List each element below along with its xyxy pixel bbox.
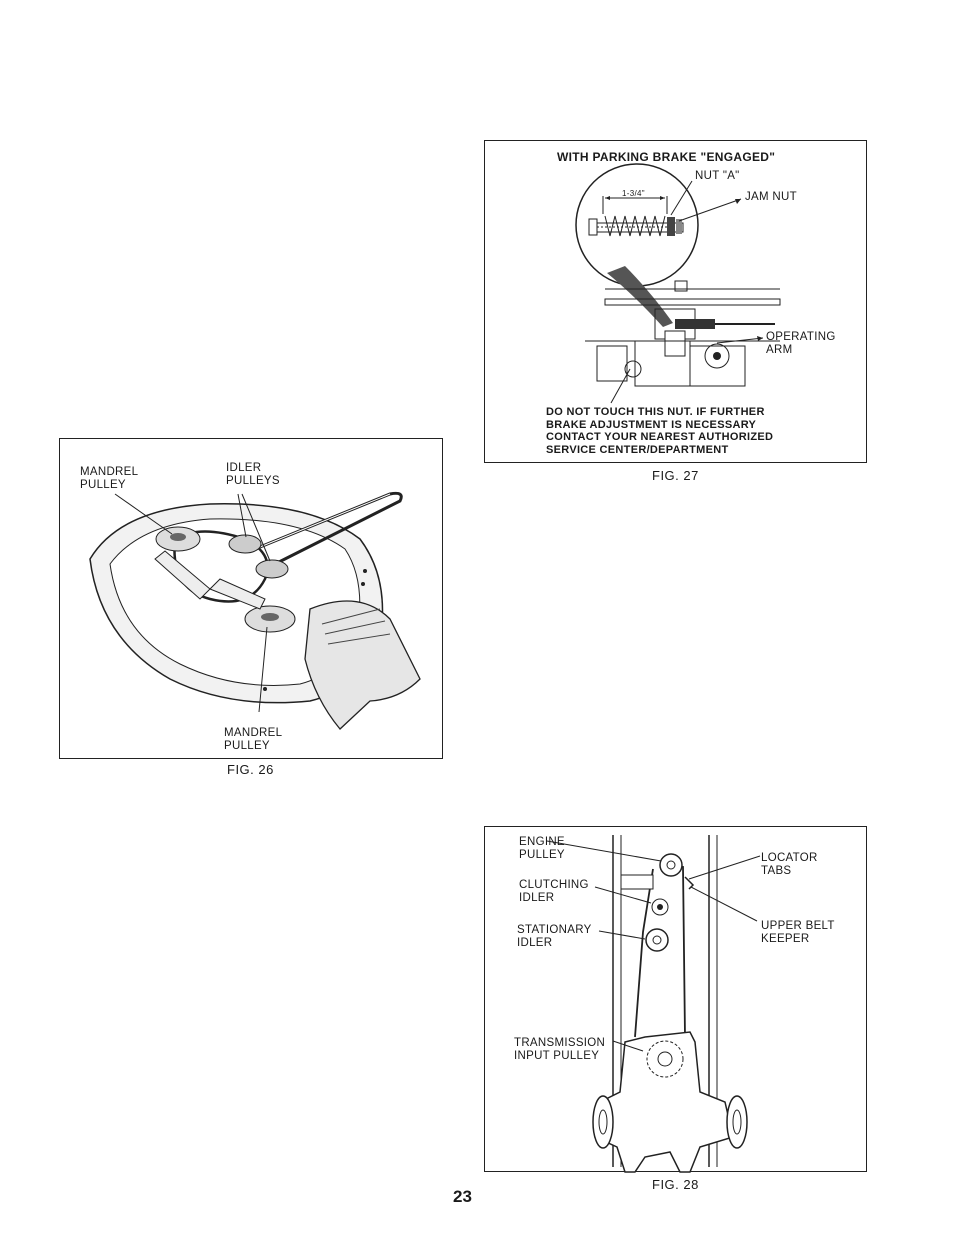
idler-pulleys-label: IDLER PULLEYS <box>226 462 280 487</box>
figure-27-frame: WITH PARKING BRAKE "ENGAGED" NUT "A" 1-3… <box>484 140 867 463</box>
mandrel-pulley-bottom-label: MANDREL PULLEY <box>224 727 283 752</box>
fig27-title: WITH PARKING BRAKE "ENGAGED" <box>557 150 776 164</box>
mandrel-pulley-top-label: MANDREL PULLEY <box>80 466 139 491</box>
fig28-caption: FIG. 28 <box>652 1177 699 1192</box>
figure-26-frame: MANDREL PULLEY IDLER PULLEYS MANDREL PUL… <box>59 438 443 759</box>
engine-pulley-label: ENGINE PULLEY <box>519 836 565 861</box>
brake-warning-note: DO NOT TOUCH THIS NUT. IF FURTHER BRAKE … <box>546 406 774 456</box>
stationary-idler-label: STATIONARY IDLER <box>517 924 592 949</box>
parking-brake-illustration <box>575 163 781 404</box>
transmission-input-pulley-label: TRANSMISSION INPUT PULLEY <box>514 1037 606 1062</box>
page-number: 23 <box>453 1187 472 1206</box>
dimension-label: 1-3/4" <box>622 189 645 198</box>
clutching-idler-label: CLUTCHING IDLER <box>519 879 589 904</box>
fig26-caption: FIG. 26 <box>227 762 274 777</box>
locator-tabs-label: LOCATOR TABS <box>761 852 818 877</box>
upper-belt-keeper-label: UPPER BELT KEEPER <box>761 920 835 945</box>
fig27-caption: FIG. 27 <box>652 468 699 483</box>
nut-a-label: NUT "A" <box>695 170 740 182</box>
drive-belt-illustration <box>546 835 761 1173</box>
figure-28-frame: ENGINE PULLEY CLUTCHING IDLER STATIONARY… <box>484 826 867 1173</box>
operating-arm-label: OPERATING ARM <box>766 331 836 356</box>
jam-nut-label: JAM NUT <box>745 191 797 203</box>
mower-deck-illustration <box>89 491 421 730</box>
